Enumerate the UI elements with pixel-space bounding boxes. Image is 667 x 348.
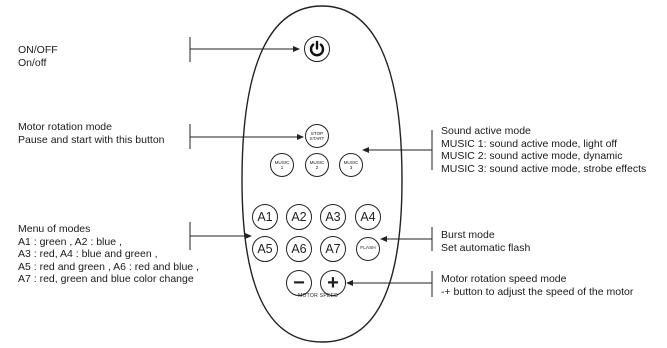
a7-button[interactable]: A7 — [320, 236, 346, 262]
flash-button[interactable]: FLASH — [356, 237, 380, 261]
stop-start-button[interactable]: STOP START — [305, 124, 329, 148]
motor-rotation-desc: Pause and start with this button — [18, 133, 165, 146]
music-3-label: MUSIC — [343, 159, 359, 165]
annotation-speed: Motor rotation speed mode -+ button to a… — [441, 273, 633, 298]
a2-button[interactable]: A2 — [286, 204, 312, 230]
music-1-button[interactable]: MUSIC 1 — [270, 153, 294, 177]
speed-minus-button[interactable]: − — [286, 270, 312, 296]
music-1-number: 1 — [280, 165, 284, 170]
motor-speed-label: MOTOR SPEED — [298, 293, 339, 299]
annotation-motor-rotation: Motor rotation mode Pause and start with… — [18, 121, 165, 146]
a6-button[interactable]: A6 — [286, 236, 312, 262]
menu-line-3: A5 : red and green , A6 : red and blue , — [18, 260, 199, 273]
music-2-label: MUSIC — [309, 159, 325, 165]
burst-desc: Set automatic flash — [441, 241, 531, 254]
menu-line-1: A1 : green , A2 : blue , — [18, 235, 122, 248]
music-2-button[interactable]: MUSIC 2 — [305, 153, 329, 177]
burst-title: Burst mode — [441, 229, 495, 241]
a5-button[interactable]: A5 — [252, 236, 278, 262]
a3-button[interactable]: A3 — [320, 204, 346, 230]
music-1-label: MUSIC — [274, 159, 290, 165]
speed-plus-button[interactable]: + — [320, 270, 346, 296]
sound-line-1: MUSIC 1: sound active mode, light off — [441, 137, 618, 150]
sound-line-2: MUSIC 2: sound active mode, dynamic — [441, 150, 623, 162]
sound-line-3: MUSIC 3: sound active mode, strobe effec… — [441, 162, 647, 175]
speed-desc: -+ button to adjust the speed of the mot… — [441, 285, 634, 298]
power-button[interactable] — [304, 36, 330, 62]
annotation-onoff: ON/OFF On/off — [18, 44, 58, 69]
motor-rotation-title: Motor rotation mode — [18, 121, 112, 133]
music-3-number: 3 — [349, 165, 353, 170]
onoff-title: ON/OFF — [18, 44, 58, 56]
music-2-number: 2 — [315, 165, 319, 170]
annotation-menu: Menu of modes A1 : green , A2 : blue , A… — [18, 223, 199, 286]
stop-label: STOP — [310, 130, 324, 136]
speed-title: Motor rotation speed mode — [441, 273, 567, 285]
menu-line-4: A7 : red, green and blue color change — [18, 273, 194, 285]
sound-title: Sound active mode — [441, 125, 531, 137]
start-label: START — [309, 136, 325, 141]
music-3-button[interactable]: MUSIC 3 — [339, 153, 363, 177]
onoff-desc: On/off — [18, 56, 47, 69]
annotation-sound: Sound active mode MUSIC 1: sound active … — [441, 125, 646, 175]
menu-line-2: A3 : red, A4 : blue and green , — [18, 248, 158, 260]
power-icon — [309, 40, 325, 57]
a4-button[interactable]: A4 — [355, 204, 381, 230]
annotation-burst: Burst mode Set automatic flash — [441, 229, 530, 254]
menu-title: Menu of modes — [18, 223, 91, 235]
a1-button[interactable]: A1 — [252, 204, 278, 230]
